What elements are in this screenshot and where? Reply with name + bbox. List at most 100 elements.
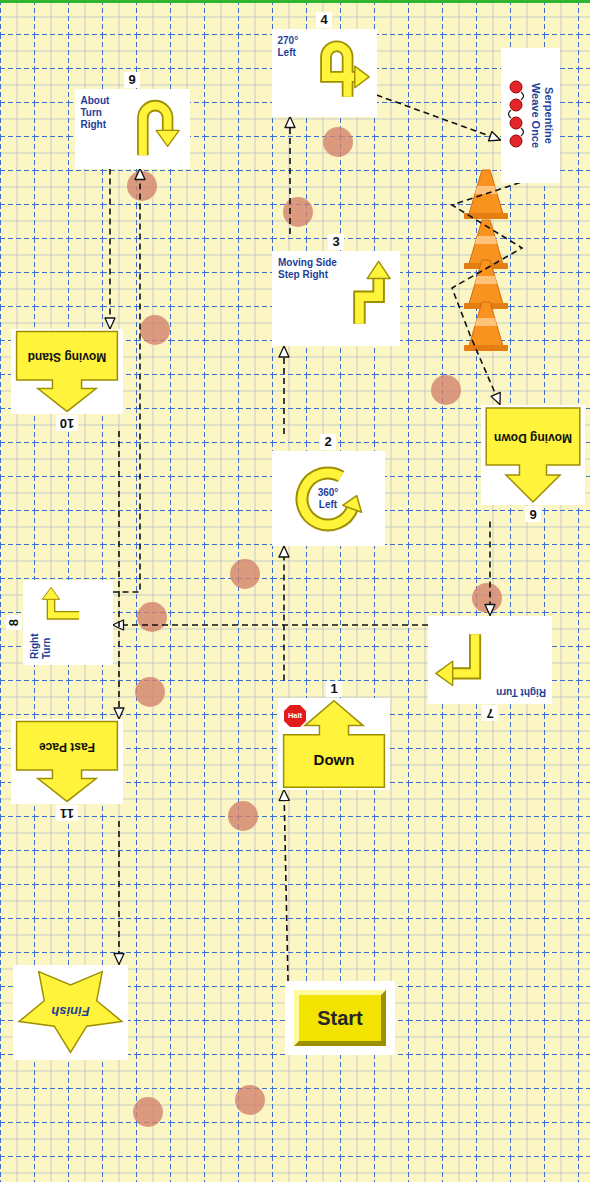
cone-stripe [475,318,497,326]
halt-sign: Halt [283,704,307,728]
sign-text: Moving Stand [28,350,107,363]
arrow-head [279,546,289,557]
weave-icon-part [510,80,522,92]
dashed-path [113,624,429,626]
halt-text: Halt [288,712,302,720]
arrow-icon-part [359,278,378,324]
handler-dot [230,559,260,589]
course-connector [114,821,124,965]
ring-holder: 360° Left [288,459,368,539]
arrow-icon [29,586,85,626]
finish-sign: Finish [13,965,128,1060]
handler-dot [135,677,165,707]
arrow-icon [317,35,371,99]
text-area: Fast Pace [20,724,114,768]
arrow-head [285,117,295,128]
arrow-icon-part [51,599,79,615]
sign-text: Right Turn [29,628,53,659]
weave-icon-part [510,98,522,110]
arrow-icon-part [326,46,355,96]
station-sign: 1DownHalt [278,681,390,790]
station-sign: 2 360° Left [272,434,385,546]
sign-text: Down [314,752,355,769]
arrow-icon-part [436,661,453,685]
handler-dot [133,1097,163,1127]
sign-text: Moving Down [494,430,572,443]
octagon-shape-part [284,704,307,727]
text-area: 360° Left [308,479,348,519]
dashed-path [118,821,120,965]
station-sign: 6Moving Down [481,405,585,522]
course-connector [452,183,522,405]
station-number: 10 [56,415,78,431]
text-area: Down [287,736,381,784]
cone-base [464,345,508,351]
course-connector [485,522,495,616]
station-sign: 3Moving Side Step Right [272,234,400,346]
dashed-path [452,183,522,405]
station-number: 4 [316,12,331,28]
station-sign: 9About Turn Right [75,72,190,169]
sign-text: Fast Pace [39,740,95,753]
arrow-icon [434,632,490,698]
station-number: 2 [320,434,335,450]
cone [464,302,508,351]
arrow-icon-part [51,599,79,615]
sign-text: 360° Left [308,487,348,511]
arrow-icon [346,257,394,327]
arrow-head [485,605,495,616]
arrow-icon-part [367,261,390,278]
station-sign: 7Right Turn [428,616,552,721]
arrow-icon-part [453,634,475,673]
course-connector [279,346,289,434]
course-connector [285,117,295,235]
arrow-sign-icon-part [17,332,118,412]
arrow-head [488,132,500,141]
arrow-icon [130,95,184,157]
handler-dot [431,375,461,405]
dashed-path [109,169,111,330]
serpentine-sign: Serpentine Weave Once [501,48,560,183]
dashed-path [283,346,285,434]
sign-card: Fast Pace [11,719,123,804]
station-number: 7 [482,705,497,721]
sign-card: Serpentine Weave Once [501,48,560,183]
station-number: 11 [56,805,78,821]
sign-card: Moving Stand [11,329,123,414]
course-connector [105,169,115,330]
start-sign: Start [285,981,395,1055]
course-connector [113,620,429,630]
arrow-sign-icon-part [17,722,118,802]
dashed-path [283,546,285,681]
weave-icon [506,77,526,153]
station-number: 8 [6,614,22,629]
course-connector [377,95,501,141]
circle-arrow-icon-part [302,472,352,524]
arrow-sign-icon [481,405,585,505]
cone-body [469,170,503,214]
dashed-path [284,790,288,982]
handler-dot [283,197,313,227]
course-connector [279,790,289,982]
course-connector [279,546,289,681]
arrow-icon-part [42,587,59,599]
arrow-head [113,620,124,630]
cone-body [469,260,503,304]
handler-dot [137,602,167,632]
sign-card: Down Halt [278,698,390,790]
arrow-icon-part [354,66,368,88]
dashed-path [118,431,120,719]
text-area: Moving Stand [20,334,114,378]
station-sign: 11 Fast Pace [11,719,123,821]
arrow-icon-part [326,46,355,96]
circle-arrow-icon-part [302,472,352,524]
station-number: 9 [124,72,139,88]
top-border [0,0,590,3]
arrow-sign-icon [11,719,123,804]
sign-card: Moving Side Step Right [272,251,400,346]
cone-stripe [475,186,497,194]
cone-stripe [475,276,497,284]
